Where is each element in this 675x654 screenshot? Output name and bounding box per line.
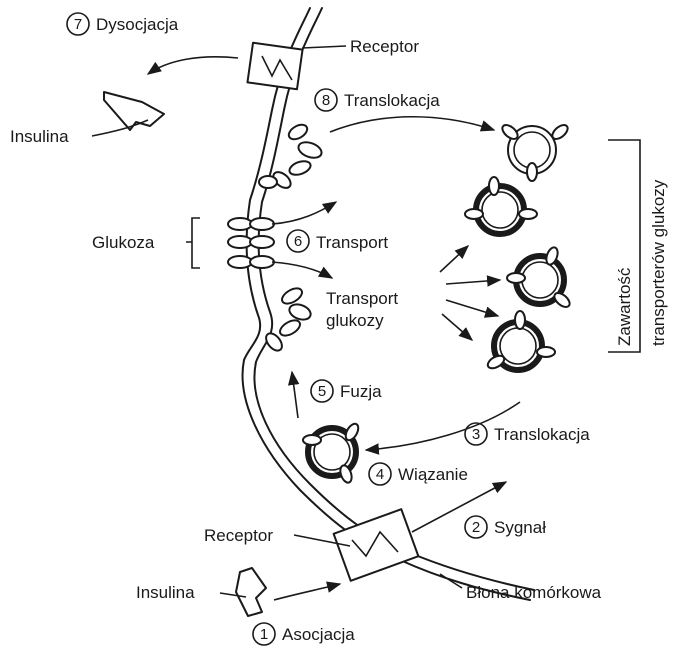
- step-2-marker: 2: [465, 516, 487, 538]
- step-3-marker: 3: [465, 423, 487, 445]
- label-transport: Transport: [316, 233, 388, 252]
- label-dissociation: Dysocjacja: [96, 15, 179, 34]
- arrow-glucose-2: [272, 262, 332, 278]
- step-8-marker: 8: [315, 89, 337, 111]
- label-insulin-top: Insulina: [10, 127, 69, 146]
- arrow-v-2: [446, 280, 500, 284]
- label-transporter-content-2: transporterów glukozy: [649, 179, 668, 346]
- insulin-bottom: [236, 568, 266, 616]
- step-2-number: 2: [472, 519, 480, 536]
- vesicle-4: [486, 311, 555, 371]
- step-5-number: 5: [318, 383, 326, 400]
- label-receptor-bottom: Receptor: [204, 526, 273, 545]
- arrow-association: [274, 584, 340, 600]
- arrow-v-4: [442, 314, 472, 340]
- step-1-number: 1: [260, 626, 268, 643]
- step-4-marker: 4: [369, 463, 391, 485]
- step-5-marker: 5: [311, 380, 333, 402]
- insulin-top: [104, 92, 164, 130]
- label-glucose-transport-2: glukozy: [326, 311, 384, 330]
- receptor-top: [247, 43, 302, 90]
- membrane-transporter-top: [259, 122, 324, 191]
- label-binding: Wiązanie: [398, 465, 468, 484]
- vesicle-binding: [303, 422, 361, 484]
- arrow-fusion: [292, 372, 298, 418]
- vesicle-1: [500, 122, 570, 181]
- arrow-dissociation: [148, 57, 238, 74]
- step-1-marker: 1: [253, 623, 275, 645]
- label-fusion: Fuzja: [340, 382, 382, 401]
- label-glucose-transport-1: Transport: [326, 289, 398, 308]
- step-7-number: 7: [74, 16, 82, 33]
- step-8-number: 8: [322, 92, 330, 109]
- label-signal: Sygnał: [494, 518, 546, 537]
- label-translocation-top: Translokacja: [344, 91, 440, 110]
- label-receptor-top: Receptor: [350, 37, 419, 56]
- vesicle-2: [465, 177, 537, 234]
- label-association: Asocjacja: [282, 625, 355, 644]
- step-7-marker: 7: [67, 13, 89, 35]
- membrane-transporter-middle: [228, 218, 274, 268]
- step-6-number: 6: [294, 233, 302, 250]
- label-translocation-bottom: Translokacja: [494, 425, 590, 444]
- label-glucose: Glukoza: [92, 233, 155, 252]
- step-6-marker: 6: [287, 230, 309, 252]
- arrow-v-3: [446, 300, 498, 316]
- arrow-translocation-top: [330, 117, 494, 132]
- leader-receptor-top: [302, 46, 346, 48]
- vesicle-3: [507, 246, 572, 310]
- arrow-glucose-1: [272, 202, 336, 224]
- arrow-v-1: [440, 246, 468, 272]
- membrane-transporter-lower: [263, 285, 313, 353]
- label-insulin-bottom: Insulina: [136, 583, 195, 602]
- arrow-signal: [412, 482, 506, 532]
- label-transporter-content-1: Zawartość: [615, 267, 634, 346]
- label-cell-membrane: Błona komórkowa: [466, 583, 602, 602]
- glucose-bracket: [186, 218, 200, 268]
- step-4-number: 4: [376, 466, 384, 483]
- step-3-number: 3: [472, 426, 480, 443]
